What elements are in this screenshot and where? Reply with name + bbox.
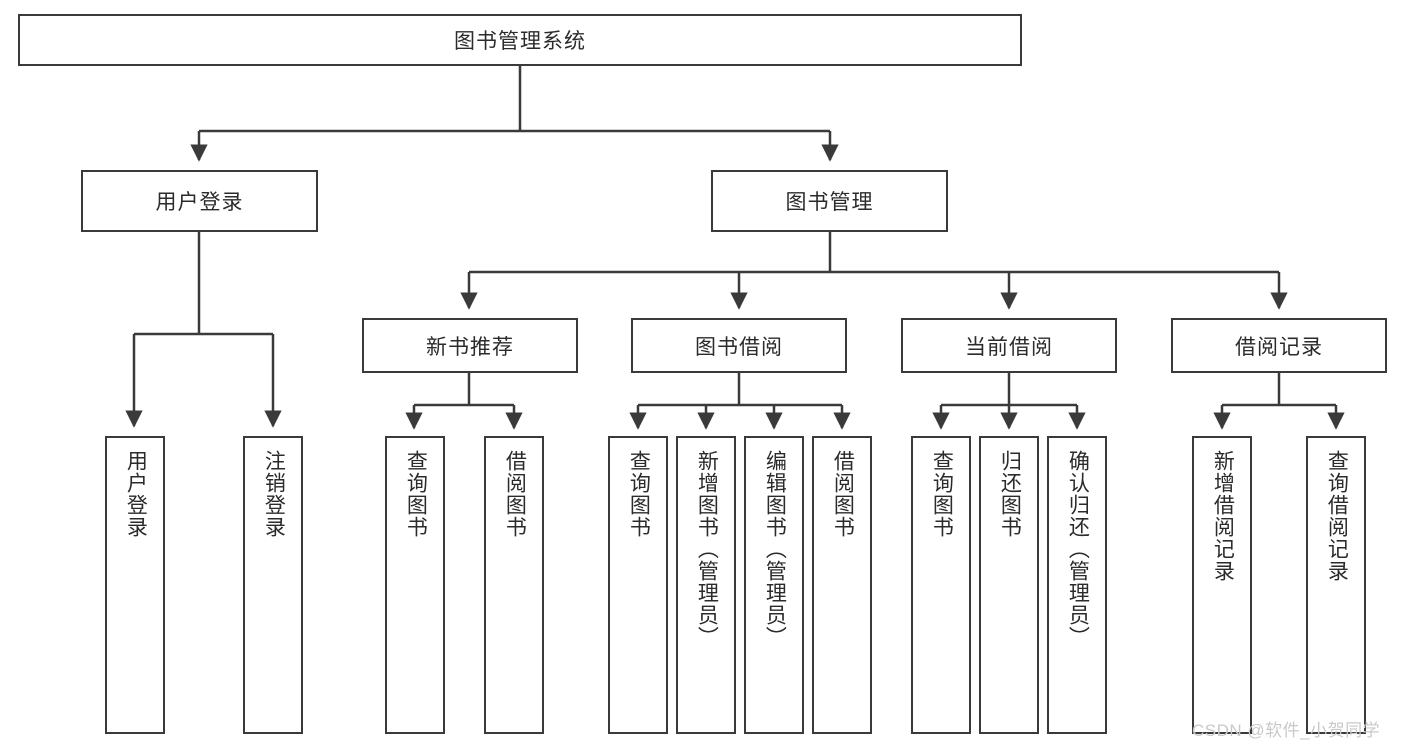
leaf-borrow-book-2-label: 借阅图书 [831, 450, 855, 538]
leaf-query-book-1[interactable]: 查询图书 [385, 436, 445, 734]
leaf-query-record-label: 查询借阅记录 [1325, 450, 1349, 582]
node-book-manage[interactable]: 图书管理 [711, 170, 948, 232]
node-root-label: 图书管理系统 [454, 30, 586, 53]
leaf-return-book-label: 归还图书 [998, 450, 1022, 538]
leaf-return-book[interactable]: 归还图书 [979, 436, 1039, 734]
node-new-book-rec-label: 新书推荐 [426, 335, 514, 359]
leaf-add-record-label: 新增借阅记录 [1211, 450, 1235, 582]
node-borrow-record-label: 借阅记录 [1235, 335, 1323, 359]
node-current-borrow[interactable]: 当前借阅 [901, 318, 1117, 373]
node-user-login[interactable]: 用户登录 [81, 170, 318, 232]
leaf-borrow-book-1-label: 借阅图书 [503, 450, 527, 538]
leaf-edit-book[interactable]: 编辑图书（管理员） [744, 436, 804, 734]
node-root[interactable]: 图书管理系统 [18, 14, 1022, 66]
leaf-add-book[interactable]: 新增图书（管理员） [676, 436, 736, 734]
leaf-logout-label: 注销登录 [262, 450, 286, 538]
node-book-borrow[interactable]: 图书借阅 [631, 318, 847, 373]
node-current-borrow-label: 当前借阅 [965, 335, 1053, 359]
leaf-user-login[interactable]: 用户登录 [105, 436, 165, 734]
leaf-logout[interactable]: 注销登录 [243, 436, 303, 734]
leaf-user-login-label: 用户登录 [124, 450, 148, 538]
node-new-book-rec[interactable]: 新书推荐 [362, 318, 578, 373]
leaf-query-book-2-label: 查询图书 [627, 450, 651, 538]
node-borrow-record[interactable]: 借阅记录 [1171, 318, 1387, 373]
node-user-login-label: 用户登录 [155, 191, 244, 214]
leaf-borrow-book-1[interactable]: 借阅图书 [484, 436, 544, 734]
leaf-borrow-book-2[interactable]: 借阅图书 [812, 436, 872, 734]
leaf-confirm-return-label: 确认归还（管理员） [1066, 450, 1090, 648]
leaf-add-record[interactable]: 新增借阅记录 [1192, 436, 1252, 734]
leaf-query-book-2[interactable]: 查询图书 [608, 436, 668, 734]
leaf-add-book-label: 新增图书（管理员） [695, 450, 719, 648]
watermark: CSDN @软件_小贺同学 [1192, 721, 1381, 740]
leaf-confirm-return[interactable]: 确认归还（管理员） [1047, 436, 1107, 734]
node-book-borrow-label: 图书借阅 [695, 335, 783, 359]
node-book-manage-label: 图书管理 [785, 191, 874, 214]
leaf-edit-book-label: 编辑图书（管理员） [763, 450, 787, 648]
leaf-query-book-3-label: 查询图书 [930, 450, 954, 538]
leaf-query-book-1-label: 查询图书 [404, 450, 428, 538]
leaf-query-record[interactable]: 查询借阅记录 [1306, 436, 1366, 734]
leaf-query-book-3[interactable]: 查询图书 [911, 436, 971, 734]
